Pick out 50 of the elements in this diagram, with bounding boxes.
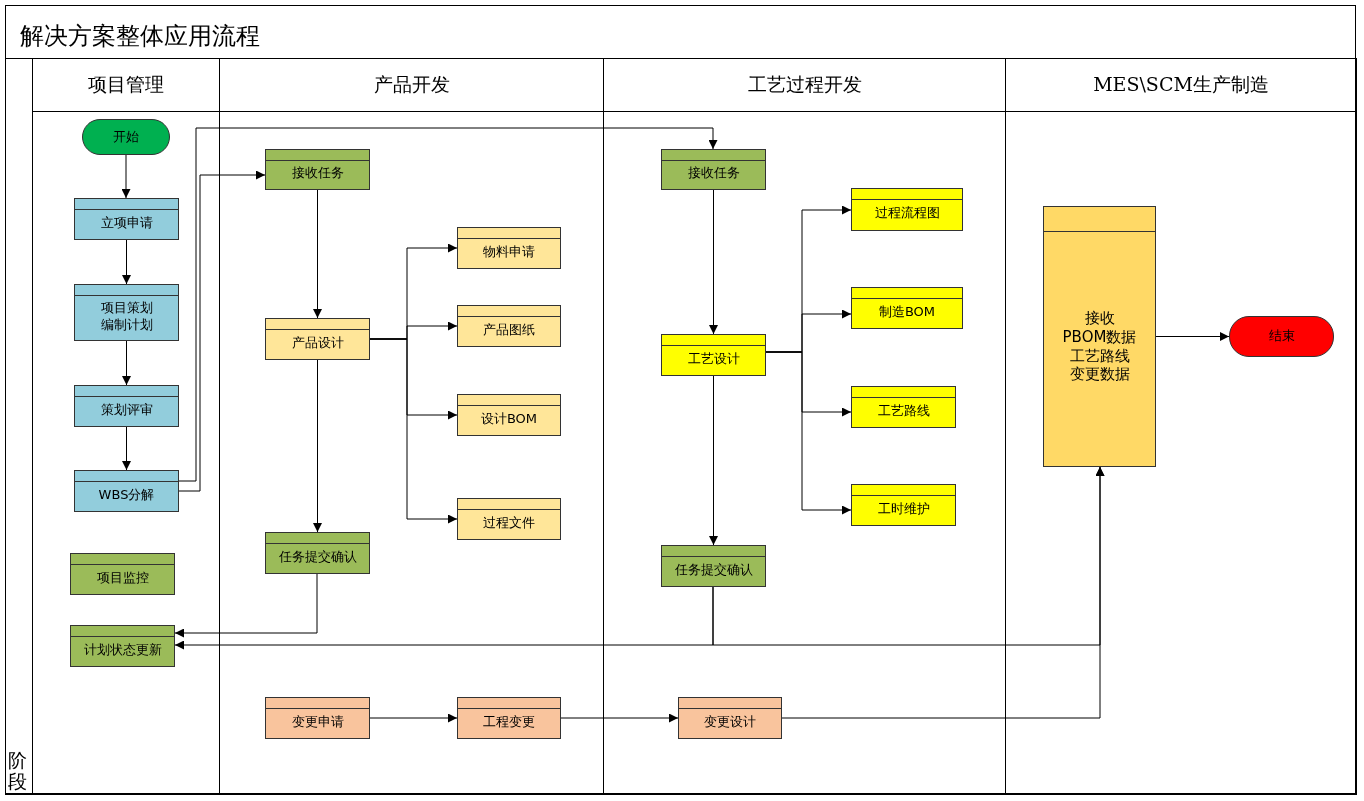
arrow xyxy=(369,338,458,524)
process-box: 策划评审 xyxy=(74,385,179,427)
process-box: 变更设计 xyxy=(678,697,782,739)
arrow xyxy=(709,189,718,335)
diagram-title: 解决方案整体应用流程 xyxy=(20,21,260,52)
lane-header: 工艺过程开发 xyxy=(604,59,1005,112)
process-box: 接收 PBOM数据 工艺路线 变更数据 xyxy=(1043,206,1156,467)
process-box: 变更申请 xyxy=(265,697,370,739)
process-box: 产品图纸 xyxy=(457,305,561,347)
process-box: 项目监控 xyxy=(70,553,175,595)
lane-header: 项目管理 xyxy=(33,59,219,112)
arrow xyxy=(765,351,852,515)
process-box: 过程文件 xyxy=(457,498,561,540)
process-box: 计划状态更新 xyxy=(70,625,175,667)
process-box: 立项申请 xyxy=(74,198,179,240)
arrow xyxy=(560,713,679,723)
arrow xyxy=(178,170,266,492)
process-box: 任务提交确认 xyxy=(661,545,766,587)
process-box: 设计BOM xyxy=(457,394,561,436)
arrow xyxy=(174,573,318,638)
arrow xyxy=(1155,332,1230,341)
arrow xyxy=(122,340,131,386)
process-box: 产品设计 xyxy=(265,318,370,360)
process-box: 任务提交确认 xyxy=(265,532,370,574)
terminal-shape: 开始 xyxy=(82,119,170,155)
arrow xyxy=(121,154,131,199)
process-box: 工艺设计 xyxy=(661,334,766,376)
arrow xyxy=(313,189,322,319)
arrow xyxy=(178,127,718,482)
arrow xyxy=(369,713,458,723)
swimlane xyxy=(1005,58,1357,795)
phase-label: 阶段 xyxy=(8,750,27,792)
arrow xyxy=(781,466,1105,719)
arrow xyxy=(313,359,322,533)
terminal-shape: 结束 xyxy=(1229,316,1334,357)
arrow xyxy=(122,239,131,285)
lane-header: MES\SCM生产制造 xyxy=(1006,59,1356,112)
process-box: 工艺路线 xyxy=(851,386,956,428)
arrow xyxy=(122,426,131,471)
process-box: 物料申请 xyxy=(457,227,561,269)
process-box: 项目策划编制计划 xyxy=(74,284,179,341)
process-box: WBS分解 xyxy=(74,470,179,512)
arrow xyxy=(709,375,718,546)
process-box: 接收任务 xyxy=(265,149,370,190)
process-box: 工程变更 xyxy=(457,697,561,739)
lane-header: 产品开发 xyxy=(220,59,603,112)
process-box: 制造BOM xyxy=(851,287,963,329)
process-box: 工时维护 xyxy=(851,484,956,526)
process-box: 过程流程图 xyxy=(851,188,963,231)
process-box: 接收任务 xyxy=(661,149,766,190)
